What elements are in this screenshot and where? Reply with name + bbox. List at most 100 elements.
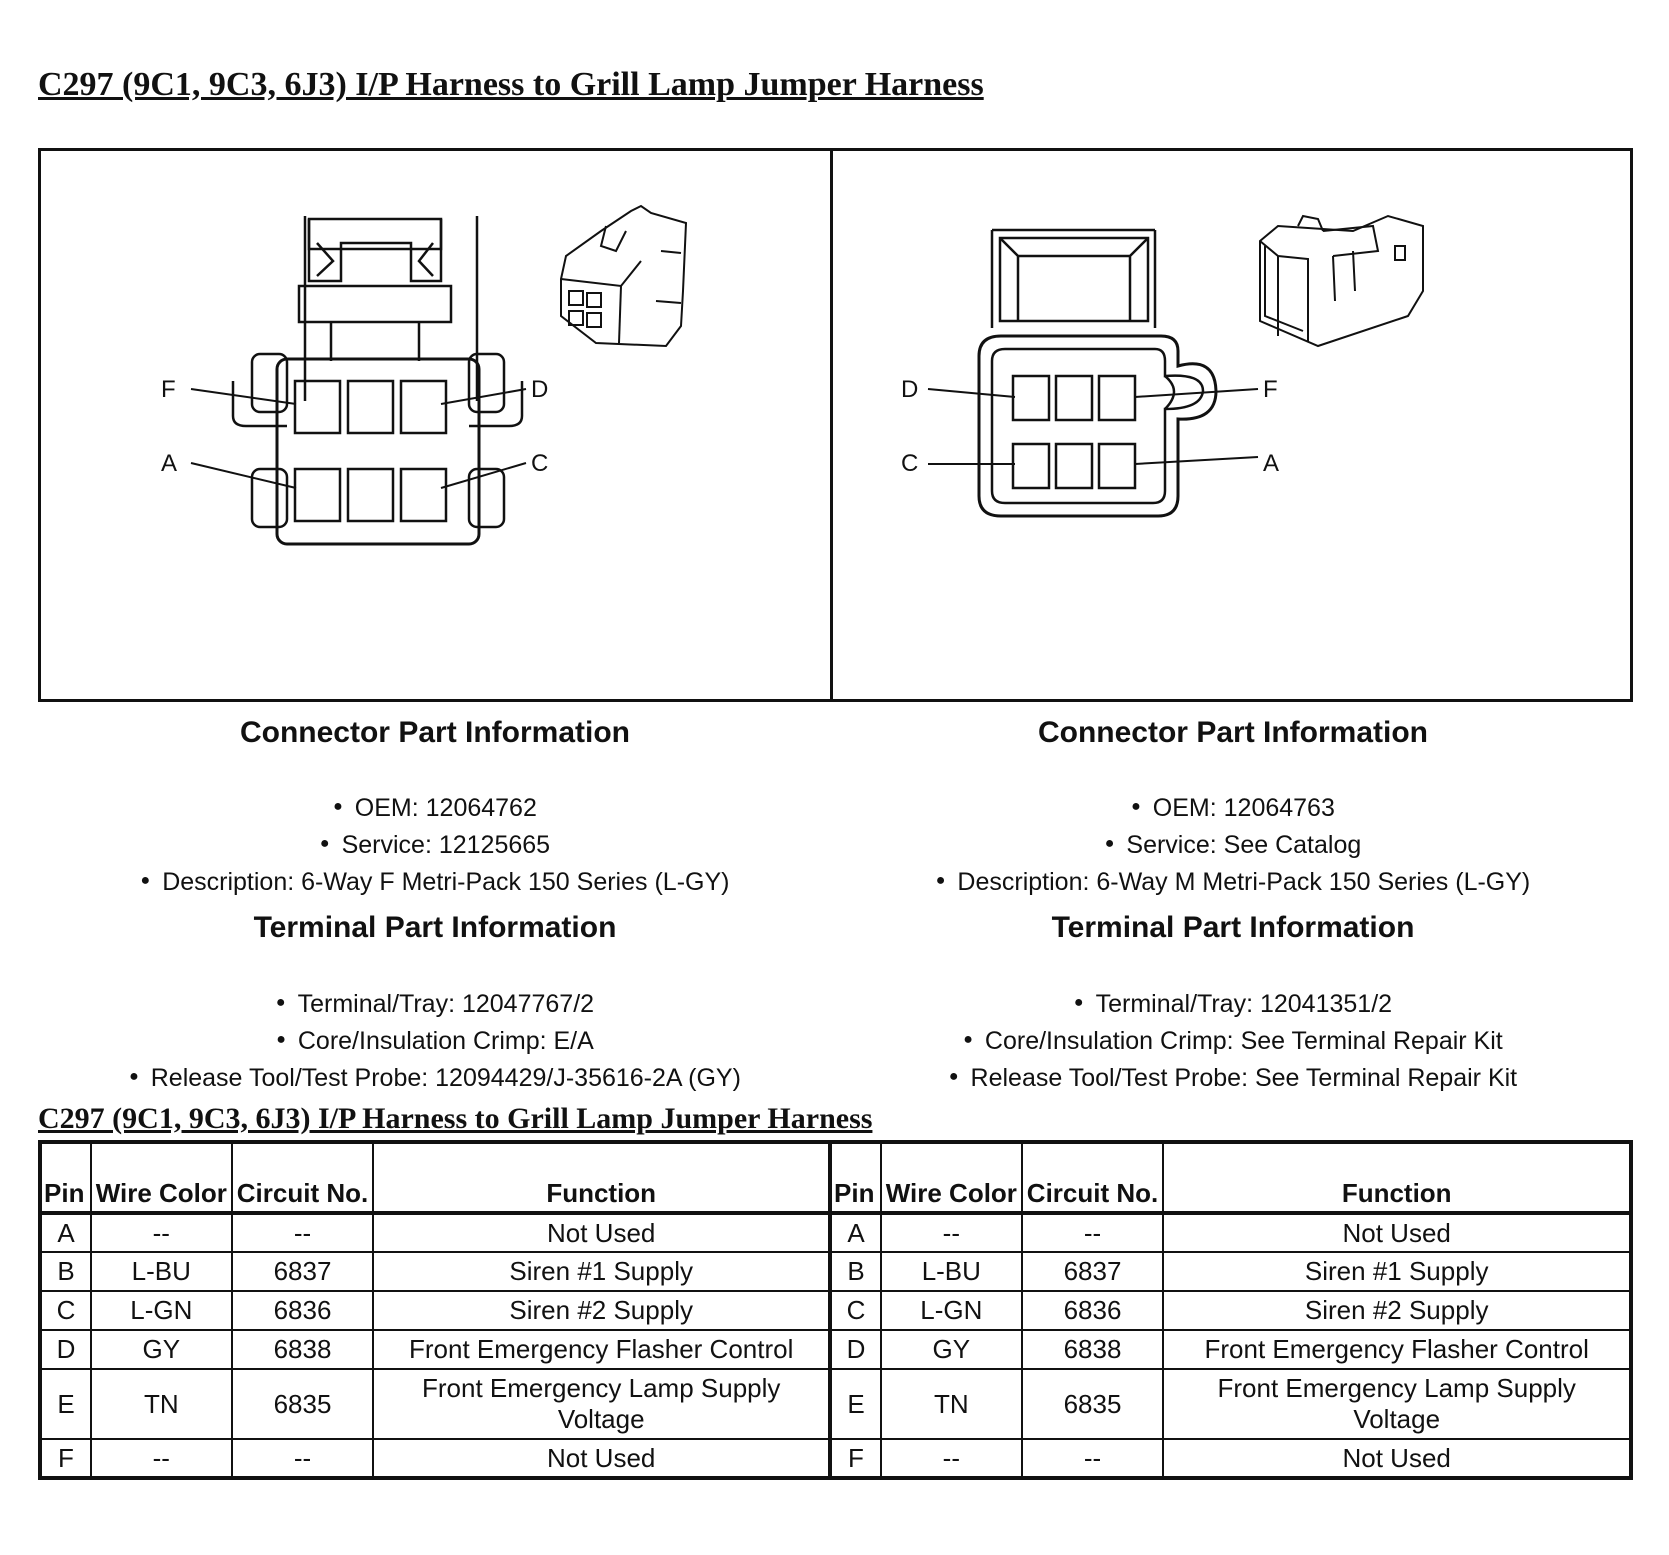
cell-pin: D: [39, 1329, 92, 1370]
cell-pin: F: [39, 1438, 92, 1479]
header-wire-color: Wire Color: [89, 1141, 233, 1215]
cell-circuit: 6835: [1020, 1368, 1165, 1440]
bullet-icon: ●: [1131, 798, 1141, 816]
cell-pin: D: [828, 1329, 882, 1370]
pin-label-f: F: [1263, 376, 1278, 403]
cell-wire-color: L-BU: [879, 1251, 1023, 1292]
cell-wire-color: L-GN: [89, 1290, 233, 1331]
service-value: Service: 12125665: [341, 831, 551, 859]
terminal-info-heading: Terminal Part Information: [253, 911, 617, 944]
cell-pin: B: [39, 1251, 92, 1292]
cell-function: Not Used: [372, 1212, 832, 1253]
cell-function: Front Emergency Flasher Control: [372, 1329, 832, 1370]
service-line: ● Service: See Catalog: [835, 831, 1631, 860]
bullet-icon: ●: [948, 1068, 959, 1086]
female-connector-isometric: [560, 204, 688, 348]
release-tool-value: Release Tool/Test Probe: 12094429/J-3561…: [150, 1064, 741, 1092]
description-line: ● Description: 6-Way F Metri-Pack 150 Ser…: [40, 868, 830, 897]
terminal-tray-line: ● Terminal/Tray: 12047767/2: [40, 990, 830, 1019]
cell-wire-color: GY: [879, 1329, 1023, 1370]
page-title: C297 (9C1, 9C3, 6J3) I/P Harness to Gril…: [38, 66, 984, 103]
bullet-icon: ●: [140, 872, 151, 890]
cell-circuit: --: [230, 1212, 375, 1253]
diagram-frame: [38, 148, 1633, 702]
cell-function: Not Used: [1162, 1212, 1632, 1253]
cell-wire-color: --: [89, 1438, 233, 1479]
cell-pin: A: [828, 1212, 882, 1253]
bullet-icon: ●: [1104, 835, 1115, 853]
crimp-value: Core/Insulation Crimp: E/A: [297, 1027, 594, 1055]
description-line: ●Description: 6-Way M Metri-Pack 150 Ser…: [835, 868, 1631, 897]
cell-wire-color: GY: [89, 1329, 233, 1370]
cell-function: Siren #1 Supply: [372, 1251, 832, 1292]
bullet-icon: ●: [275, 994, 286, 1012]
terminal-tray-value: Terminal/Tray: 12041351/2: [1095, 990, 1393, 1018]
pin-label-a: A: [161, 450, 177, 477]
cell-wire-color: --: [879, 1438, 1023, 1479]
cell-circuit: 6838: [1020, 1329, 1165, 1370]
description-value: Description: 6-Way F Metri-Pack 150 Seri…: [162, 868, 730, 896]
release-tool-value: Release Tool/Test Probe: See Terminal Re…: [970, 1064, 1518, 1092]
header-wire-color: Wire Color: [879, 1141, 1023, 1215]
cell-wire-color: TN: [879, 1368, 1023, 1440]
cell-wire-color: --: [89, 1212, 233, 1253]
cell-pin: E: [39, 1368, 92, 1440]
crimp-value: Core/Insulation Crimp: See Terminal Repa…: [984, 1027, 1503, 1055]
male-connector-isometric: [1259, 214, 1424, 348]
cell-function: Siren #1 Supply: [1162, 1251, 1632, 1292]
cell-circuit: 6838: [230, 1329, 375, 1370]
cell-circuit: 6836: [1020, 1290, 1165, 1331]
release-tool-line: ● Release Tool/Test Probe: 12094429/J-356…: [40, 1064, 830, 1093]
oem-line: ●OEM: 12064762: [40, 794, 830, 823]
pin-leader-lines: [927, 388, 1259, 465]
cell-wire-color: L-BU: [89, 1251, 233, 1292]
oem-line: ● OEM: 12064763: [835, 794, 1631, 823]
cell-circuit: 6835: [230, 1368, 375, 1440]
release-tool-line: ● Release Tool/Test Probe: See Terminal R…: [835, 1064, 1631, 1093]
connector-info-heading: Connector Part Information: [1037, 716, 1428, 749]
header-circuit: Circuit No.: [230, 1141, 375, 1215]
cell-pin: B: [828, 1251, 882, 1292]
female-connector-diagram: F D A C: [161, 204, 688, 546]
cell-function: Front Emergency Lamp Supply Voltage: [1162, 1368, 1632, 1440]
table-title: C297 (9C1, 9C3, 6J3) I/P Harness to Gril…: [38, 1102, 873, 1135]
bullet-icon: ●: [333, 798, 343, 816]
description-value: Description: 6-Way M Metri-Pack 150 Seri…: [957, 868, 1531, 896]
bullet-icon: ●: [129, 1068, 139, 1086]
header-function: Function: [372, 1141, 832, 1215]
pin-label-f: F: [161, 376, 176, 403]
terminal-info-heading: Terminal Part Information: [1051, 911, 1415, 944]
terminal-tray-line: ●Terminal/Tray: 12041351/2: [835, 990, 1631, 1019]
crimp-line: ● Core/Insulation Crimp: See Terminal Rep…: [835, 1027, 1631, 1056]
cell-function: Siren #2 Supply: [1162, 1290, 1632, 1331]
pin-leader-lines: [190, 388, 527, 489]
header-pin: Pin: [39, 1141, 92, 1215]
connector-info-heading: Connector Part Information: [239, 716, 630, 749]
service-line: ●Service: 12125665: [40, 831, 830, 860]
oem-value: OEM: 12064763: [1152, 794, 1335, 822]
pinout-table: Pin Wire Color Circuit No. Function Pin …: [38, 1140, 1633, 1480]
cell-function: Not Used: [1162, 1438, 1632, 1479]
pin-label-d: D: [531, 376, 548, 403]
cell-function: Not Used: [372, 1438, 832, 1479]
cell-wire-color: --: [879, 1212, 1023, 1253]
cell-pin: A: [39, 1212, 92, 1253]
cell-circuit: 6837: [230, 1251, 375, 1292]
pin-label-c: C: [531, 450, 548, 477]
bullet-icon: ●: [963, 1031, 973, 1049]
cell-wire-color: TN: [89, 1368, 233, 1440]
service-value: Service: See Catalog: [1126, 831, 1362, 859]
header-circuit: Circuit No.: [1020, 1141, 1165, 1215]
bullet-icon: ●: [276, 1031, 286, 1049]
header-function: Function: [1162, 1141, 1632, 1215]
cell-circuit: --: [230, 1438, 375, 1479]
cell-pin: C: [39, 1290, 92, 1331]
terminal-tray-value: Terminal/Tray: 12047767/2: [297, 990, 595, 1018]
cell-function: Front Emergency Flasher Control: [1162, 1329, 1632, 1370]
table-header-row: Pin Wire Color Circuit No. Function Pin …: [39, 1141, 1632, 1215]
